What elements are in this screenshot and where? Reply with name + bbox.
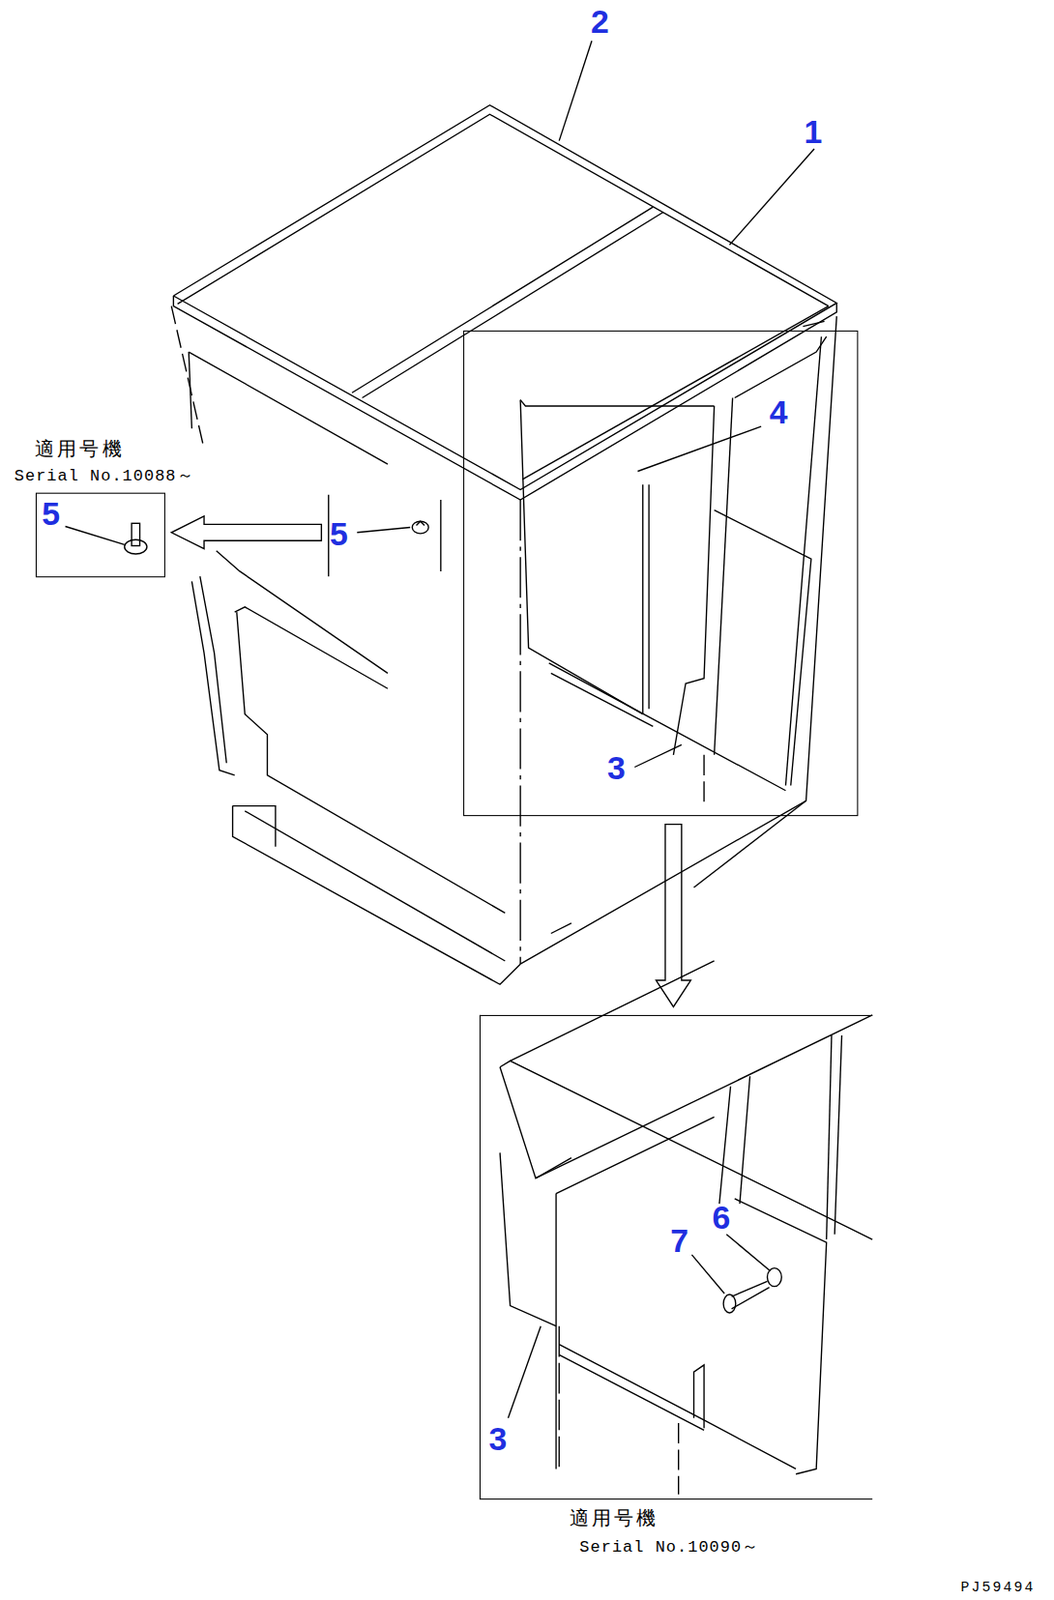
callout-number: 3	[489, 1421, 508, 1458]
serial-note: 適用号機	[34, 438, 125, 460]
callout-number: 7	[670, 1224, 689, 1260]
detail-frame: 67 3	[479, 1015, 873, 1500]
detail-frame: 43	[463, 330, 858, 817]
callout-number: 6	[712, 1200, 732, 1236]
callout-number: 3	[607, 750, 626, 787]
callout-number: 5	[329, 516, 349, 553]
serial-note: Serial No.10088～	[14, 468, 195, 488]
serial-note: 適用号機	[569, 1507, 660, 1529]
detail-frame: 5	[35, 493, 166, 579]
drawing-code: PJ59494	[961, 1581, 1036, 1597]
callout-number: 1	[804, 115, 823, 151]
detail-arrow	[655, 824, 691, 1008]
serial-note: Serial No.10090～	[579, 1539, 760, 1558]
callout-number: 4	[769, 395, 789, 432]
callout-number: 2	[590, 4, 610, 41]
callout-number: 5	[41, 496, 60, 532]
